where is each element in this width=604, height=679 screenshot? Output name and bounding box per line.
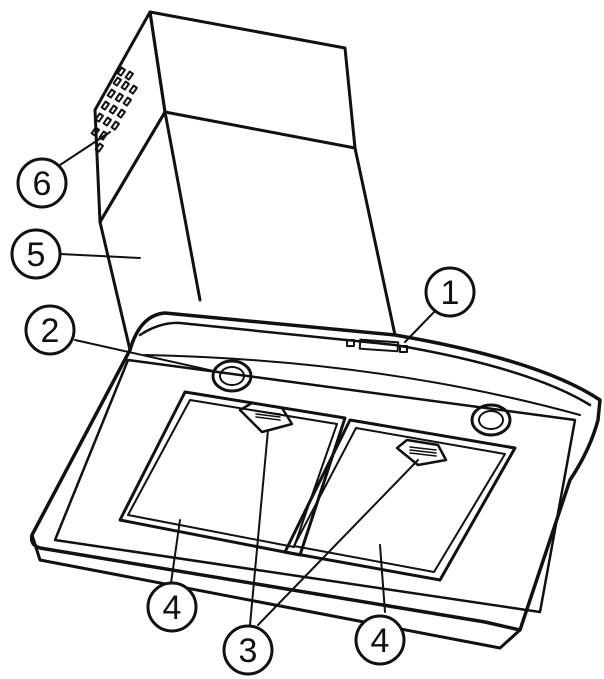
leader-3a xyxy=(249,429,269,626)
callout-circle xyxy=(24,304,76,356)
leader-2 xyxy=(74,339,219,373)
callout-label: 6 xyxy=(33,165,52,203)
callout-label: 2 xyxy=(41,312,60,350)
control-button-right xyxy=(399,345,408,353)
light-left-inner xyxy=(219,366,245,386)
callout-5: 5 xyxy=(10,228,62,280)
light-left-outer xyxy=(211,359,253,393)
control-button-left xyxy=(346,339,355,347)
chimney-lower-outline xyxy=(98,220,132,352)
control-panel xyxy=(346,338,408,353)
filter-right-outer xyxy=(283,418,517,582)
callout-circle xyxy=(146,581,198,633)
hood-underside xyxy=(53,358,577,614)
control-display xyxy=(358,338,400,353)
callout-circle xyxy=(222,624,274,676)
filter-right-inner xyxy=(293,427,506,573)
leader-4a xyxy=(169,519,181,591)
callout-3: 3 xyxy=(222,624,274,676)
callout-4-right: 4 xyxy=(354,614,406,666)
leader-6 xyxy=(59,131,111,166)
light-right-outer xyxy=(470,403,512,437)
latch-right-grip xyxy=(409,446,437,457)
callout-1: 1 xyxy=(424,266,476,318)
hood-body xyxy=(29,311,602,650)
hood-underside-curve xyxy=(144,354,581,416)
callout-label: 4 xyxy=(163,589,182,627)
callout-circle xyxy=(424,266,476,318)
leader-4b xyxy=(379,544,386,613)
leader-5 xyxy=(59,253,141,259)
hood-front-edge xyxy=(30,533,522,650)
callout-6: 6 xyxy=(16,157,68,209)
callout-label: 5 xyxy=(27,236,46,274)
latch-right xyxy=(395,438,448,467)
latch-left-grip xyxy=(255,410,281,421)
leader-3b xyxy=(257,459,419,626)
vent-slots xyxy=(90,66,138,153)
callout-label: 4 xyxy=(371,622,390,660)
hood-inner-rim xyxy=(138,321,592,407)
chimney xyxy=(93,10,397,352)
chimney-joint xyxy=(98,110,167,224)
light-right-inner xyxy=(478,410,504,430)
filter-latches xyxy=(238,401,448,467)
callout-label: 3 xyxy=(239,632,258,670)
lights xyxy=(211,359,512,437)
leader-lines xyxy=(59,131,437,626)
filters xyxy=(118,390,517,582)
chimney-upper-front xyxy=(148,10,357,150)
callout-2: 2 xyxy=(24,304,76,356)
hood-outer-rim xyxy=(29,311,602,632)
callout-circle xyxy=(10,228,62,280)
latch-left xyxy=(238,401,294,434)
callout-circle xyxy=(16,157,68,209)
filter-left-outer xyxy=(118,390,347,557)
callout-label: 1 xyxy=(441,274,460,312)
callout-circle xyxy=(354,614,406,666)
chimney-lower-front-left xyxy=(163,110,202,302)
leader-1 xyxy=(404,309,437,343)
callout-4-left: 4 xyxy=(146,581,198,633)
chimney-lower-front-right xyxy=(353,146,397,337)
